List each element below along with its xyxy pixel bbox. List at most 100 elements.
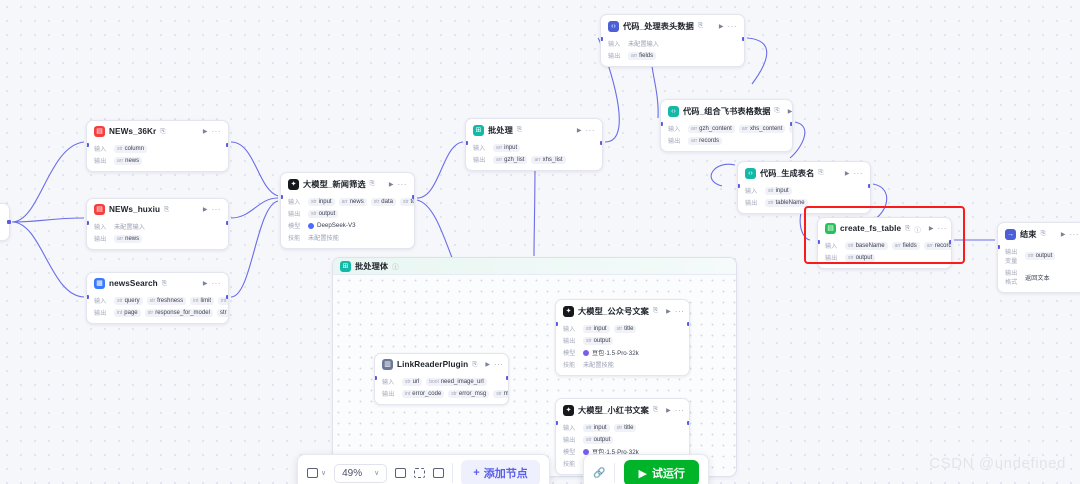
- port-in[interactable]: [281, 195, 283, 199]
- model-value[interactable]: 豆包·1.5·Pro·32k: [583, 348, 639, 357]
- node-menu-icon[interactable]: ···: [585, 125, 595, 135]
- port-in[interactable]: [661, 122, 663, 126]
- node-menu-icon[interactable]: ···: [211, 205, 221, 214]
- node-menu-icon[interactable]: ···: [937, 224, 947, 233]
- port-in[interactable]: [738, 184, 740, 188]
- port-in[interactable]: [375, 376, 377, 380]
- run-toolbar[interactable]: 🔗 ▶ 试运行: [583, 454, 709, 484]
- port-out[interactable]: [949, 240, 951, 244]
- model-value[interactable]: 豆包·1.5·Pro·32k: [583, 447, 639, 456]
- run-node-icon[interactable]: ▶: [1060, 231, 1066, 238]
- node-menu-icon[interactable]: ···: [1069, 229, 1079, 239]
- run-node-icon[interactable]: ▶: [787, 108, 793, 115]
- copy-icon[interactable]: ⎘: [161, 279, 167, 287]
- port-out[interactable]: [742, 37, 744, 41]
- zoom-control[interactable]: 49% ∨: [334, 463, 388, 483]
- copy-icon[interactable]: ⎘: [652, 307, 659, 314]
- port-out[interactable]: [687, 322, 689, 326]
- port-out[interactable]: [226, 295, 228, 299]
- copy-icon[interactable]: ⎘: [652, 406, 659, 413]
- copy-icon[interactable]: ⎘: [516, 126, 523, 133]
- run-node-icon[interactable]: ▶: [576, 127, 582, 134]
- node-menu-icon[interactable]: ···: [674, 405, 685, 415]
- port-in[interactable]: [556, 421, 558, 425]
- node-menu-icon[interactable]: ···: [727, 21, 737, 31]
- run-node-icon[interactable]: ▶: [844, 170, 850, 177]
- copy-icon[interactable]: ⎘: [774, 107, 780, 114]
- port-out[interactable]: [412, 195, 414, 199]
- node-menu-icon[interactable]: ···: [853, 168, 863, 178]
- param-chip[interactable]: strnewsInput: [789, 124, 792, 133]
- copy-icon[interactable]: ⎘: [164, 205, 170, 213]
- node-menu-icon[interactable]: ···: [397, 179, 407, 189]
- port-out[interactable]: [506, 376, 508, 380]
- port-in[interactable]: [601, 37, 603, 41]
- node-menu-icon[interactable]: ···: [674, 306, 685, 316]
- add-node-button[interactable]: + 添加节点: [461, 460, 540, 484]
- port-in[interactable]: [556, 322, 558, 326]
- port-in[interactable]: [466, 141, 468, 145]
- run-node-icon[interactable]: ▶: [202, 207, 208, 213]
- param-chip[interactable]: str: [216, 308, 228, 317]
- node-menu-icon[interactable]: ···: [494, 360, 504, 369]
- copy-icon[interactable]: ⎘: [697, 22, 704, 29]
- copy-icon[interactable]: ⎘: [472, 360, 478, 368]
- copy-icon[interactable]: ⎘: [905, 224, 911, 232]
- node-code_combine[interactable]: ‹›代码_组合飞书表格数据⎘▶···输入arrgzh_contentarrxhs…: [660, 99, 793, 152]
- port-out[interactable]: [600, 141, 602, 145]
- run-node-icon[interactable]: ▶: [202, 281, 208, 287]
- port-in[interactable]: [87, 295, 89, 299]
- node-menu-icon[interactable]: ···: [211, 279, 221, 288]
- copy-icon[interactable]: ⎘: [160, 127, 166, 135]
- port-out[interactable]: [868, 184, 870, 188]
- run-node-icon[interactable]: ▶: [666, 407, 671, 414]
- fit-view-icon[interactable]: [395, 468, 407, 478]
- info-icon[interactable]: ⓘ: [914, 226, 921, 234]
- chevron-down-icon[interactable]: ∨: [374, 470, 380, 477]
- run-node-icon[interactable]: ▶: [666, 308, 671, 315]
- port-out[interactable]: [226, 143, 228, 147]
- grid-icon[interactable]: [414, 468, 426, 478]
- canvas-toolbar[interactable]: ∨ 49% ∨ + 添加节点: [297, 454, 550, 484]
- port-out[interactable]: [790, 122, 792, 126]
- run-node-icon[interactable]: ▶: [718, 23, 724, 30]
- offscreen-node[interactable]: [0, 203, 11, 241]
- run-button[interactable]: ▶ 试运行: [624, 460, 699, 484]
